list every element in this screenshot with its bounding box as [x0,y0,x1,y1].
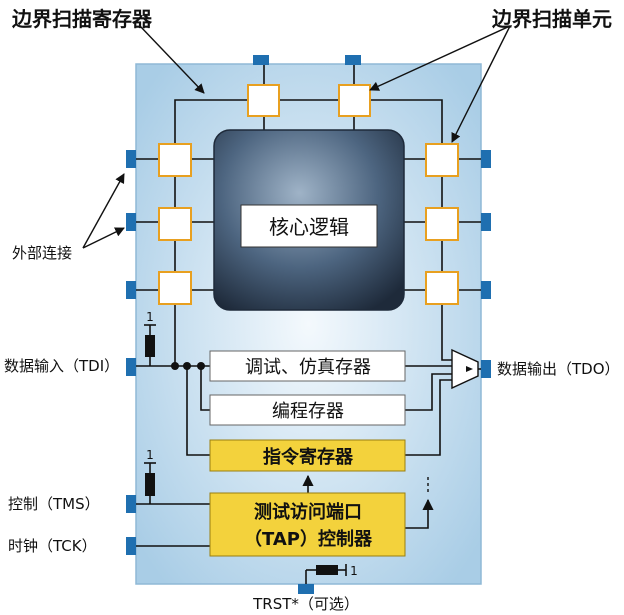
instruction-register-label: 指令寄存器 [263,446,354,468]
pin-tck [126,537,136,555]
programming-register [209,394,406,426]
boundary-scan-register-label: 边界扫描寄存器 [11,7,153,31]
tap-controller-label-line2: （TAP）控制器 [244,528,373,550]
pin-top-right [345,55,361,65]
trst-label: TRST*（可选） [252,595,359,613]
pins [126,55,491,594]
scan-cell-left-2 [158,207,192,241]
pin-right-1 [481,150,491,168]
pin-tdi [126,358,136,376]
core-logic-label: 核心逻辑 [269,215,349,239]
tap-controller-label-line1: 测试访问端口 [254,501,362,523]
boundary-scan-cell-label: 边界扫描单元 [491,7,612,31]
core-logic-label-box [240,204,378,248]
pin-tdo [481,360,491,378]
trst-pullup-resistor [316,565,338,575]
scan-cell-right-1 [425,143,459,177]
scan-cell-top-1 [247,84,280,117]
debug-emulation-register-label: 调试、仿真存器 [245,357,371,378]
scan-cell-left-3 [158,271,192,305]
tap-controller [209,492,406,557]
debug-emulation-register [209,350,406,382]
pin-top-left [253,55,269,65]
scan-cell-top-2 [338,84,371,117]
programming-register-label: 编程存器 [272,401,344,422]
scan-cell-right-3 [425,271,459,305]
scan-chain-wires [136,65,481,584]
tms-pullup-label: 1 [146,448,154,462]
scan-cell-left-1 [158,143,192,177]
junction-dots [171,362,205,370]
clock-label: 时钟（TCK） [8,537,97,555]
tdi-pullup-label: 1 [146,310,154,324]
pin-right-2 [481,213,491,231]
control-label: 控制（TMS） [8,495,100,513]
pin-left-1 [126,150,136,168]
boundary-scan-cells [158,84,459,305]
pin-tms [126,495,136,513]
external-connection-label: 外部连接 [12,244,72,262]
mux-arrow-icon [466,366,473,372]
pin-trst [298,584,314,594]
output-mux [451,348,479,390]
pin-left-2 [126,213,136,231]
tms-pullup-resistor [145,473,155,496]
tdi-pullup-resistor [145,335,155,357]
pin-right-3 [481,281,491,299]
tap-control-arrow [405,498,434,529]
data-input-label: 数据输入（TDI） [4,357,119,375]
callout-arrows [82,25,511,249]
pin-left-3 [126,281,136,299]
data-output-label: 数据输出（TDO） [497,360,620,378]
instruction-register [209,439,406,472]
trst-pullup-label: 1 [350,564,358,578]
scan-cell-right-2 [425,207,459,241]
